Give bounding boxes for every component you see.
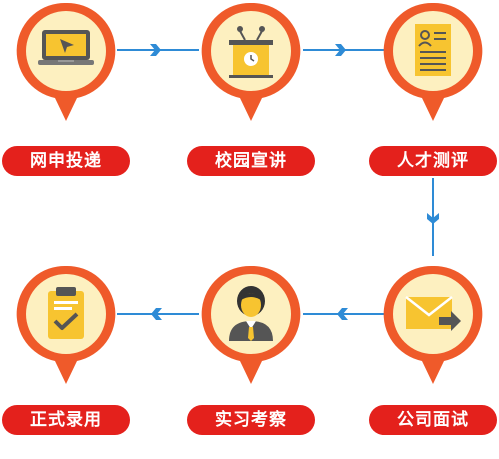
- envelope-arrow-icon: [403, 283, 463, 343]
- step-pin-2: [201, 0, 301, 121]
- arrow-right-icon: [147, 42, 163, 58]
- connector-5-6: [117, 313, 199, 315]
- arrow-left-icon: [149, 306, 165, 322]
- step-pin-1: [16, 0, 116, 121]
- person-icon: [221, 283, 281, 343]
- step-label-3: 人才测评: [369, 146, 497, 176]
- connector-4-5: [303, 313, 385, 315]
- step-pin-3: [383, 0, 483, 121]
- step-pin-6: [16, 263, 116, 384]
- step-label-4: 公司面试: [369, 405, 497, 435]
- arrow-down-icon: [425, 210, 441, 226]
- step-label-1: 网申投递: [2, 146, 130, 176]
- connector-3-4: [432, 178, 434, 256]
- arrow-right-icon: [332, 42, 348, 58]
- clipboard-check-icon: [36, 283, 96, 343]
- step-pin-4: [383, 263, 483, 384]
- step-pin-5: [201, 263, 301, 384]
- podium-icon: [221, 20, 281, 80]
- step-label-5: 实习考察: [187, 405, 315, 435]
- arrow-left-icon: [335, 306, 351, 322]
- laptop-icon: [36, 20, 96, 80]
- step-label-6: 正式录用: [2, 405, 130, 435]
- step-label-2: 校园宣讲: [187, 146, 315, 176]
- document-icon: [403, 20, 463, 80]
